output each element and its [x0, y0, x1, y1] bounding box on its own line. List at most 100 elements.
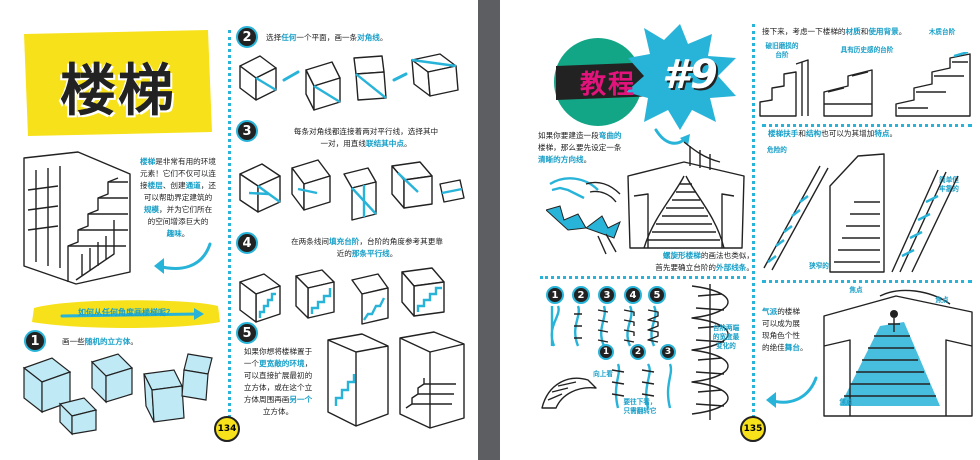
banner-word: 教程	[579, 70, 636, 100]
body-text: ，还 可以帮助界定建筑的	[143, 181, 216, 202]
body-text: 。	[898, 27, 907, 36]
body-text: 楼梯，那么要先设定一条	[538, 143, 622, 152]
label-narrow: 狭窄的	[809, 262, 829, 270]
fill-steps-cubes-illustration	[236, 262, 468, 330]
page-number-left: 134	[214, 416, 240, 442]
step-3-badge: 3	[236, 120, 258, 142]
label-dangerous: 危险的	[767, 146, 787, 154]
step-2-text: 选择任何一个平面，画一条对角线。	[266, 32, 466, 44]
question-banner: 如何从任何角度画楼梯呢？	[28, 296, 224, 332]
small-step-3: 3	[660, 344, 676, 360]
highlight-text: 结构	[805, 129, 822, 138]
step-3-text: 每条对角线都连接着两对平行线，选择其中 一对，用直线联结其中点。	[266, 126, 466, 150]
step-5-badge: 5	[236, 322, 258, 344]
material-stairs-illustration	[758, 50, 974, 118]
body-text: 。	[389, 249, 398, 258]
highlight-text: 趣味	[166, 229, 182, 238]
highlight-text: 楼层	[147, 181, 163, 190]
spiral-variations-illustration	[538, 344, 678, 410]
body-text: 。	[403, 139, 412, 148]
body-text: 每条对角线都连接着两对平行线，选择其中 一对，用直线	[293, 127, 439, 148]
body-text: ，台阶的角度参考其更靠 近的	[336, 237, 443, 258]
body-text: 的楼梯 可以成为展 现角色个性 的绝佳	[762, 307, 800, 352]
body-text: 一个平面，画一条	[296, 33, 358, 42]
grand-stairs-text: 气派的楼梯 可以成为展 现角色个性 的绝佳舞台。	[762, 306, 822, 354]
intro-text: 楼梯是非常有用的环境 元素！它们不仅可以连 接楼层、创建通道，还 可以帮助界定建…	[136, 156, 220, 240]
curved-arrow-icon-3	[762, 372, 822, 412]
spiral-tower-illustration	[680, 282, 744, 422]
highlight-text: 材质	[845, 27, 861, 36]
body-text: 是非常有用的环境 元素！它们不仅可以连 接	[140, 157, 216, 190]
focus-label-3: 焦点	[839, 398, 853, 406]
midpoint-cubes-illustration	[236, 154, 468, 228]
focus-label-1: 焦点	[849, 286, 863, 294]
spiral-construction-sketches	[544, 304, 674, 348]
body-text: 接下来，考虑一下楼梯的	[762, 27, 846, 36]
label-historic-steps: 具有历史感的台阶	[840, 46, 894, 54]
body-text: 也可以为其增加	[821, 129, 875, 138]
question-text: 如何从任何角度画楼梯呢？	[78, 308, 174, 317]
label-broken-steps: 破旧磨损的 台阶	[765, 42, 799, 59]
label-simple-sturdy: 简单但 牢靠的	[939, 176, 959, 193]
spiral-step-2: 2	[572, 286, 590, 304]
body-text: 和	[798, 129, 806, 138]
body-text: 。	[799, 343, 808, 352]
highlight-text: 通道	[185, 181, 201, 190]
highlight-text: 使用背景	[868, 27, 899, 36]
room-stairs-illustration	[322, 330, 470, 430]
small-step-1: 1	[598, 344, 614, 360]
body-text: 。	[181, 229, 190, 238]
label-spiral-width: 台阶两端 的宽度最 变化的	[712, 324, 740, 350]
diagonal-cubes-illustration	[236, 50, 468, 116]
spiral-step-5: 5	[648, 286, 666, 304]
body-text: 立方体。	[262, 407, 294, 416]
label-look-up: 向上看	[593, 370, 613, 378]
body-text: 。	[889, 129, 898, 138]
old-stairs-illustration	[18, 150, 136, 288]
materials-text: 接下来，考虑一下楼梯的材质和使用背景。	[762, 26, 972, 38]
step-1-badge: 1	[24, 330, 46, 352]
direction-line-sketches	[544, 170, 626, 260]
right-page: 教程 #9 如果你要建造一段弯曲的 楼梯，那么要先设定一条 清晰的方向线。	[500, 0, 980, 460]
body-text: 选择	[266, 33, 282, 42]
highlight-text: 清晰的方向线	[538, 155, 584, 164]
highlight-text: 特点	[874, 129, 890, 138]
body-text: 的画法也类似， 首先要确立台阶的	[655, 251, 754, 272]
body-text: 、创建	[162, 181, 186, 190]
highlight-text: 那条平行线	[351, 249, 390, 258]
highlight-text: 另一个	[289, 395, 313, 404]
highlight-text: 楼梯扶手	[768, 129, 799, 138]
step-5-text: 如果你想将楼梯置于 一个更宽敞的环境， 可以直接扩展最初的 立方体，或在这个立 …	[236, 346, 320, 418]
highlight-text: 更宽敞的环境	[259, 359, 305, 368]
curved-arrow-icon	[150, 238, 216, 278]
highlight-text: 任何	[281, 33, 297, 42]
tutorial-banner: 教程 #9	[540, 22, 740, 132]
body-text: ，并为它们所在 的空间增添巨大的	[147, 205, 213, 226]
step-4-badge: 4	[236, 232, 258, 254]
curved-staircase-illustration	[624, 136, 748, 254]
step-4-text: 在两条线间填充台阶，台阶的角度参考其更靠 近的那条平行线。	[262, 236, 472, 260]
grand-staircase-illustration	[820, 286, 976, 422]
material-dotted-line	[762, 124, 972, 127]
highlight-text: 外部线条	[716, 263, 747, 272]
label-look-down: 要往下看， 只需翻转它	[623, 398, 657, 415]
body-text: 和	[860, 27, 869, 36]
highlight-text: 填充台阶	[329, 237, 360, 246]
body-text: 在两条线间	[291, 237, 330, 246]
step-1-text: 画一些随机的立方体。	[62, 336, 212, 348]
rail-dotted-line	[762, 280, 972, 283]
spiral-stairs-text: 螺旋形楼梯的画法也类似， 首先要确立台阶的外部线条。	[630, 250, 754, 274]
highlight-text: 螺旋形楼梯	[662, 251, 701, 260]
title-block: 楼梯	[22, 28, 214, 138]
highlight-text: 联结其中点	[366, 139, 404, 148]
highlight-text: 随机的立方体	[84, 337, 131, 346]
body-text: 。	[583, 155, 592, 164]
body-text: 画一些	[62, 337, 85, 346]
label-wood-steps: 木质台阶	[928, 28, 956, 36]
highlight-text: 气派	[762, 307, 778, 316]
small-step-2: 2	[630, 344, 646, 360]
rail-text: 楼梯扶手和结构也可以为其增加特点。	[768, 128, 968, 140]
highlight-text: 舞台	[784, 343, 800, 352]
focus-label-2: 焦点	[935, 296, 949, 304]
